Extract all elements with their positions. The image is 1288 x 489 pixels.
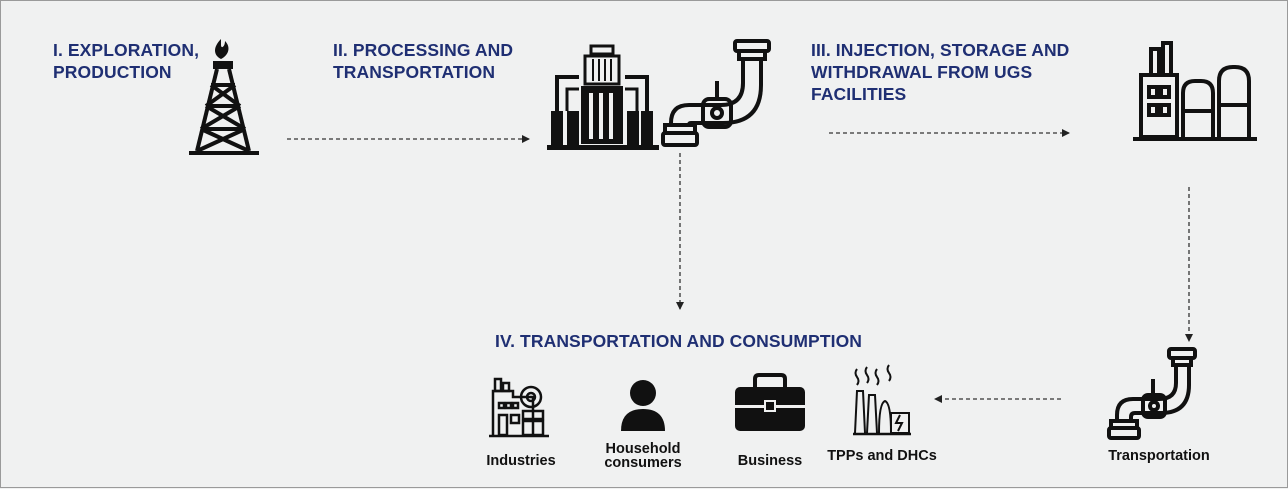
consumer-label-industries: Industries xyxy=(486,453,556,469)
stage-1-title: I. EXPLORATION, PRODUCTION xyxy=(53,40,200,82)
transportation-pipe-icon xyxy=(1107,347,1197,440)
consumer-label-business: Business xyxy=(737,453,803,469)
storage-facility-icon xyxy=(1133,41,1257,141)
transport-label: Transportation xyxy=(1108,448,1210,464)
factory-icon xyxy=(489,377,549,438)
stage-3-title: III. INJECTION, STORAGE AND WITHDRAWAL F… xyxy=(811,40,1070,104)
processing-plant-icon xyxy=(547,44,659,150)
stage-4-title: IV. TRANSPORTATION AND CONSUMPTION xyxy=(495,331,863,351)
pipe-valve-icon xyxy=(661,39,771,147)
consumer-label-tpps: TPPs and DHCs xyxy=(827,448,937,464)
power-plant-icon xyxy=(853,364,911,436)
consumer-label-household: Household consumers xyxy=(604,441,682,471)
stage-2-title: II. PROCESSING AND TRANSPORTATION xyxy=(333,40,514,82)
briefcase-icon xyxy=(735,373,805,431)
person-icon xyxy=(621,380,665,431)
oil-derrick-icon xyxy=(189,39,259,155)
